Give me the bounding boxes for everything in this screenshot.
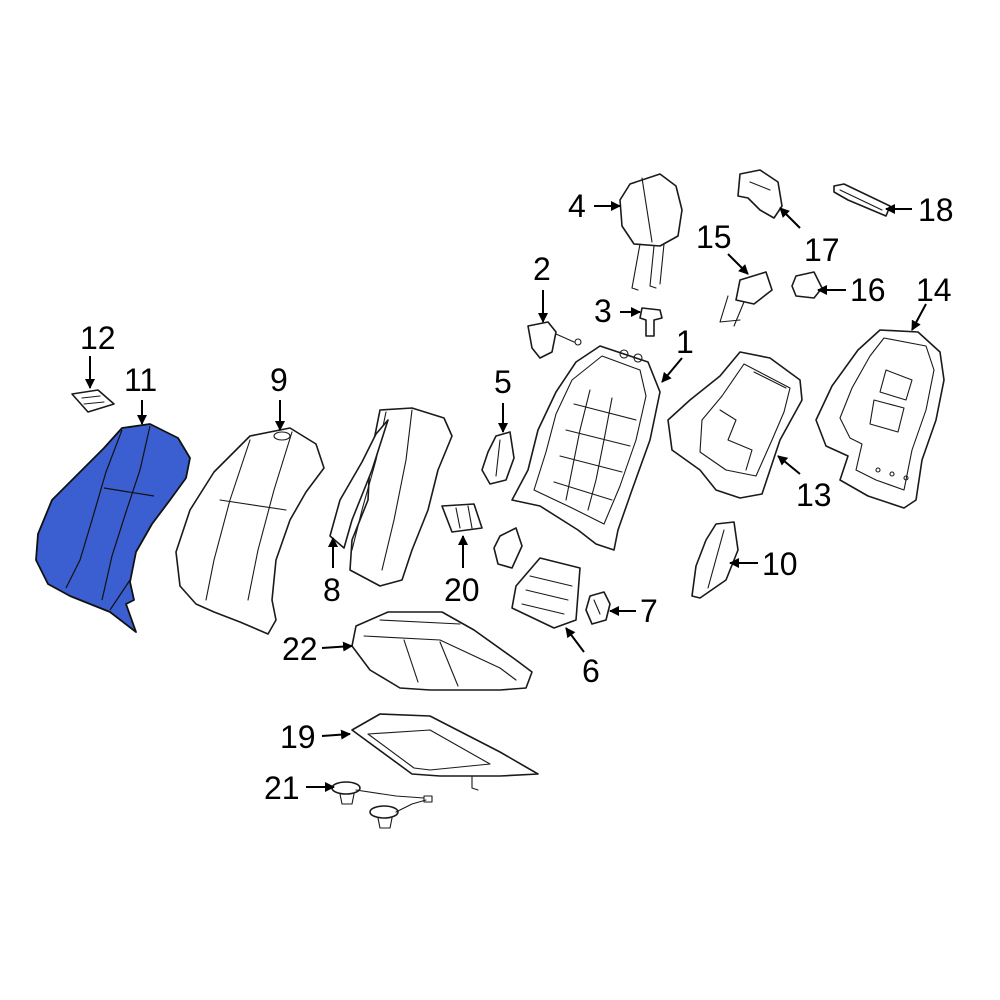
callout-6: 6 xyxy=(582,653,600,689)
callout-arrows xyxy=(85,201,927,792)
part-14-rear-shell[interactable] xyxy=(815,329,945,509)
part-10-pad[interactable] xyxy=(691,521,739,599)
part-3-guide-sleeve[interactable] xyxy=(639,307,663,337)
callout-9: 9 xyxy=(270,362,288,398)
callout-3: 3 xyxy=(594,293,612,329)
arrow-15 xyxy=(727,253,749,275)
arrow-19 xyxy=(321,729,351,740)
part-16-clip[interactable] xyxy=(791,271,823,299)
callout-21: 21 xyxy=(264,770,300,806)
part-11-seat-back-cover[interactable] xyxy=(35,423,191,633)
part-2-bracket[interactable] xyxy=(527,321,582,359)
arrow-22 xyxy=(321,641,353,652)
part-7-module[interactable] xyxy=(585,591,611,625)
callout-12: 12 xyxy=(80,320,116,356)
part-5-bolster-piece[interactable] xyxy=(481,431,515,485)
callout-7: 7 xyxy=(640,593,658,629)
part-19-heater-mat[interactable] xyxy=(351,713,539,791)
callout-16: 16 xyxy=(850,272,886,308)
arrow-6 xyxy=(565,627,585,653)
arrow-1 xyxy=(661,357,683,383)
callout-20: 20 xyxy=(444,572,480,608)
callout-17: 17 xyxy=(804,232,840,268)
part-8-side-panel[interactable] xyxy=(329,407,453,587)
callout-2: 2 xyxy=(533,251,551,287)
part-4-headrest[interactable] xyxy=(619,173,683,291)
arrow-17 xyxy=(779,207,801,229)
part-12-clip[interactable] xyxy=(71,389,115,413)
callout-22: 22 xyxy=(282,631,318,667)
part-22-cushion[interactable] xyxy=(351,611,533,691)
arrow-13 xyxy=(777,455,801,475)
part-9-cover[interactable] xyxy=(175,427,325,635)
part-20-pad[interactable] xyxy=(441,503,483,533)
callout-8: 8 xyxy=(323,572,341,608)
part-15-latch[interactable] xyxy=(719,271,773,327)
callout-labels: 1 2 3 4 5 6 7 8 9 10 11 12 13 14 15 16 1… xyxy=(80,188,954,806)
callout-1: 1 xyxy=(676,324,694,360)
part-1-seat-frame[interactable] xyxy=(511,345,661,551)
callout-18: 18 xyxy=(918,192,954,228)
callout-11: 11 xyxy=(124,362,157,398)
part-21-sensor-harness[interactable] xyxy=(331,781,433,829)
callout-13: 13 xyxy=(796,477,832,513)
callout-19: 19 xyxy=(280,719,316,755)
callout-10: 10 xyxy=(762,546,798,582)
callout-14: 14 xyxy=(916,272,952,308)
callout-5: 5 xyxy=(494,364,512,400)
arrow-14 xyxy=(911,303,927,331)
callout-15: 15 xyxy=(696,219,732,255)
part-13-back-panel[interactable] xyxy=(667,351,803,499)
part-18-strip[interactable] xyxy=(833,183,891,217)
part-17-trim[interactable] xyxy=(737,169,783,219)
callout-4: 4 xyxy=(568,188,586,224)
part-6-lumbar[interactable] xyxy=(493,527,581,629)
